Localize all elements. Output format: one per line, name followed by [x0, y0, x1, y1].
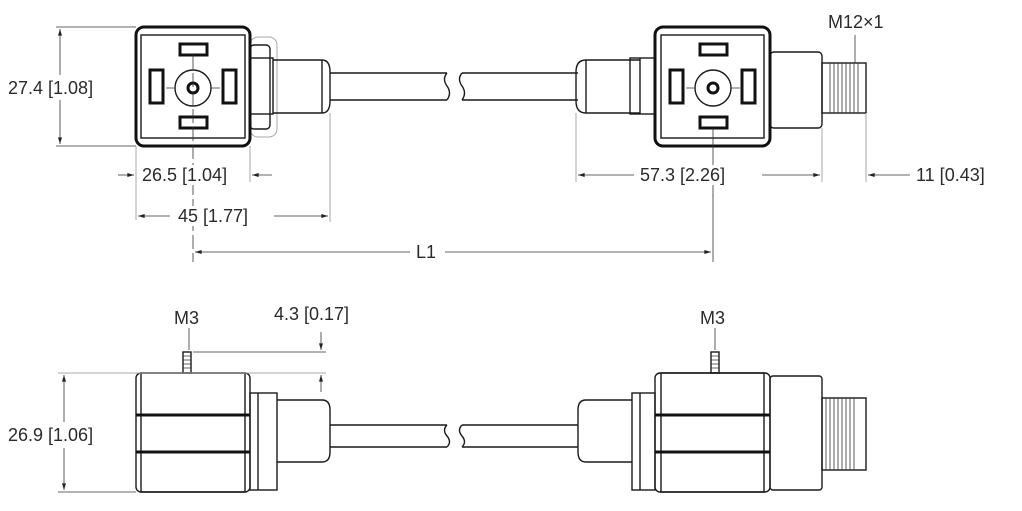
left-connector-front — [134, 25, 451, 148]
right-connector-front — [458, 25, 867, 148]
thread-size-label: M12×1 — [826, 12, 886, 32]
thread-length-dimension: 11 [0.43] — [914, 165, 987, 185]
left-length-dimension: 45 [1.77] — [176, 206, 251, 226]
face-width-dimension: 26.5 [1.04] — [140, 165, 230, 185]
cable-length-label: L1 — [414, 242, 439, 262]
right-length-dimension: 57.3 [2.26] — [638, 165, 728, 185]
right-connector-side — [458, 351, 867, 493]
height-dimension-top: 27.4 [1.08] — [6, 78, 96, 98]
left-screw-label: M3 — [172, 308, 202, 328]
bottom-dimension-lines — [58, 328, 716, 493]
height-dimension-side: 26.9 [1.06] — [6, 425, 96, 445]
screw-height-dimension: 4.3 [0.17] — [272, 304, 352, 324]
right-screw-label: M3 — [698, 308, 728, 328]
top-dimension-lines — [56, 26, 910, 262]
